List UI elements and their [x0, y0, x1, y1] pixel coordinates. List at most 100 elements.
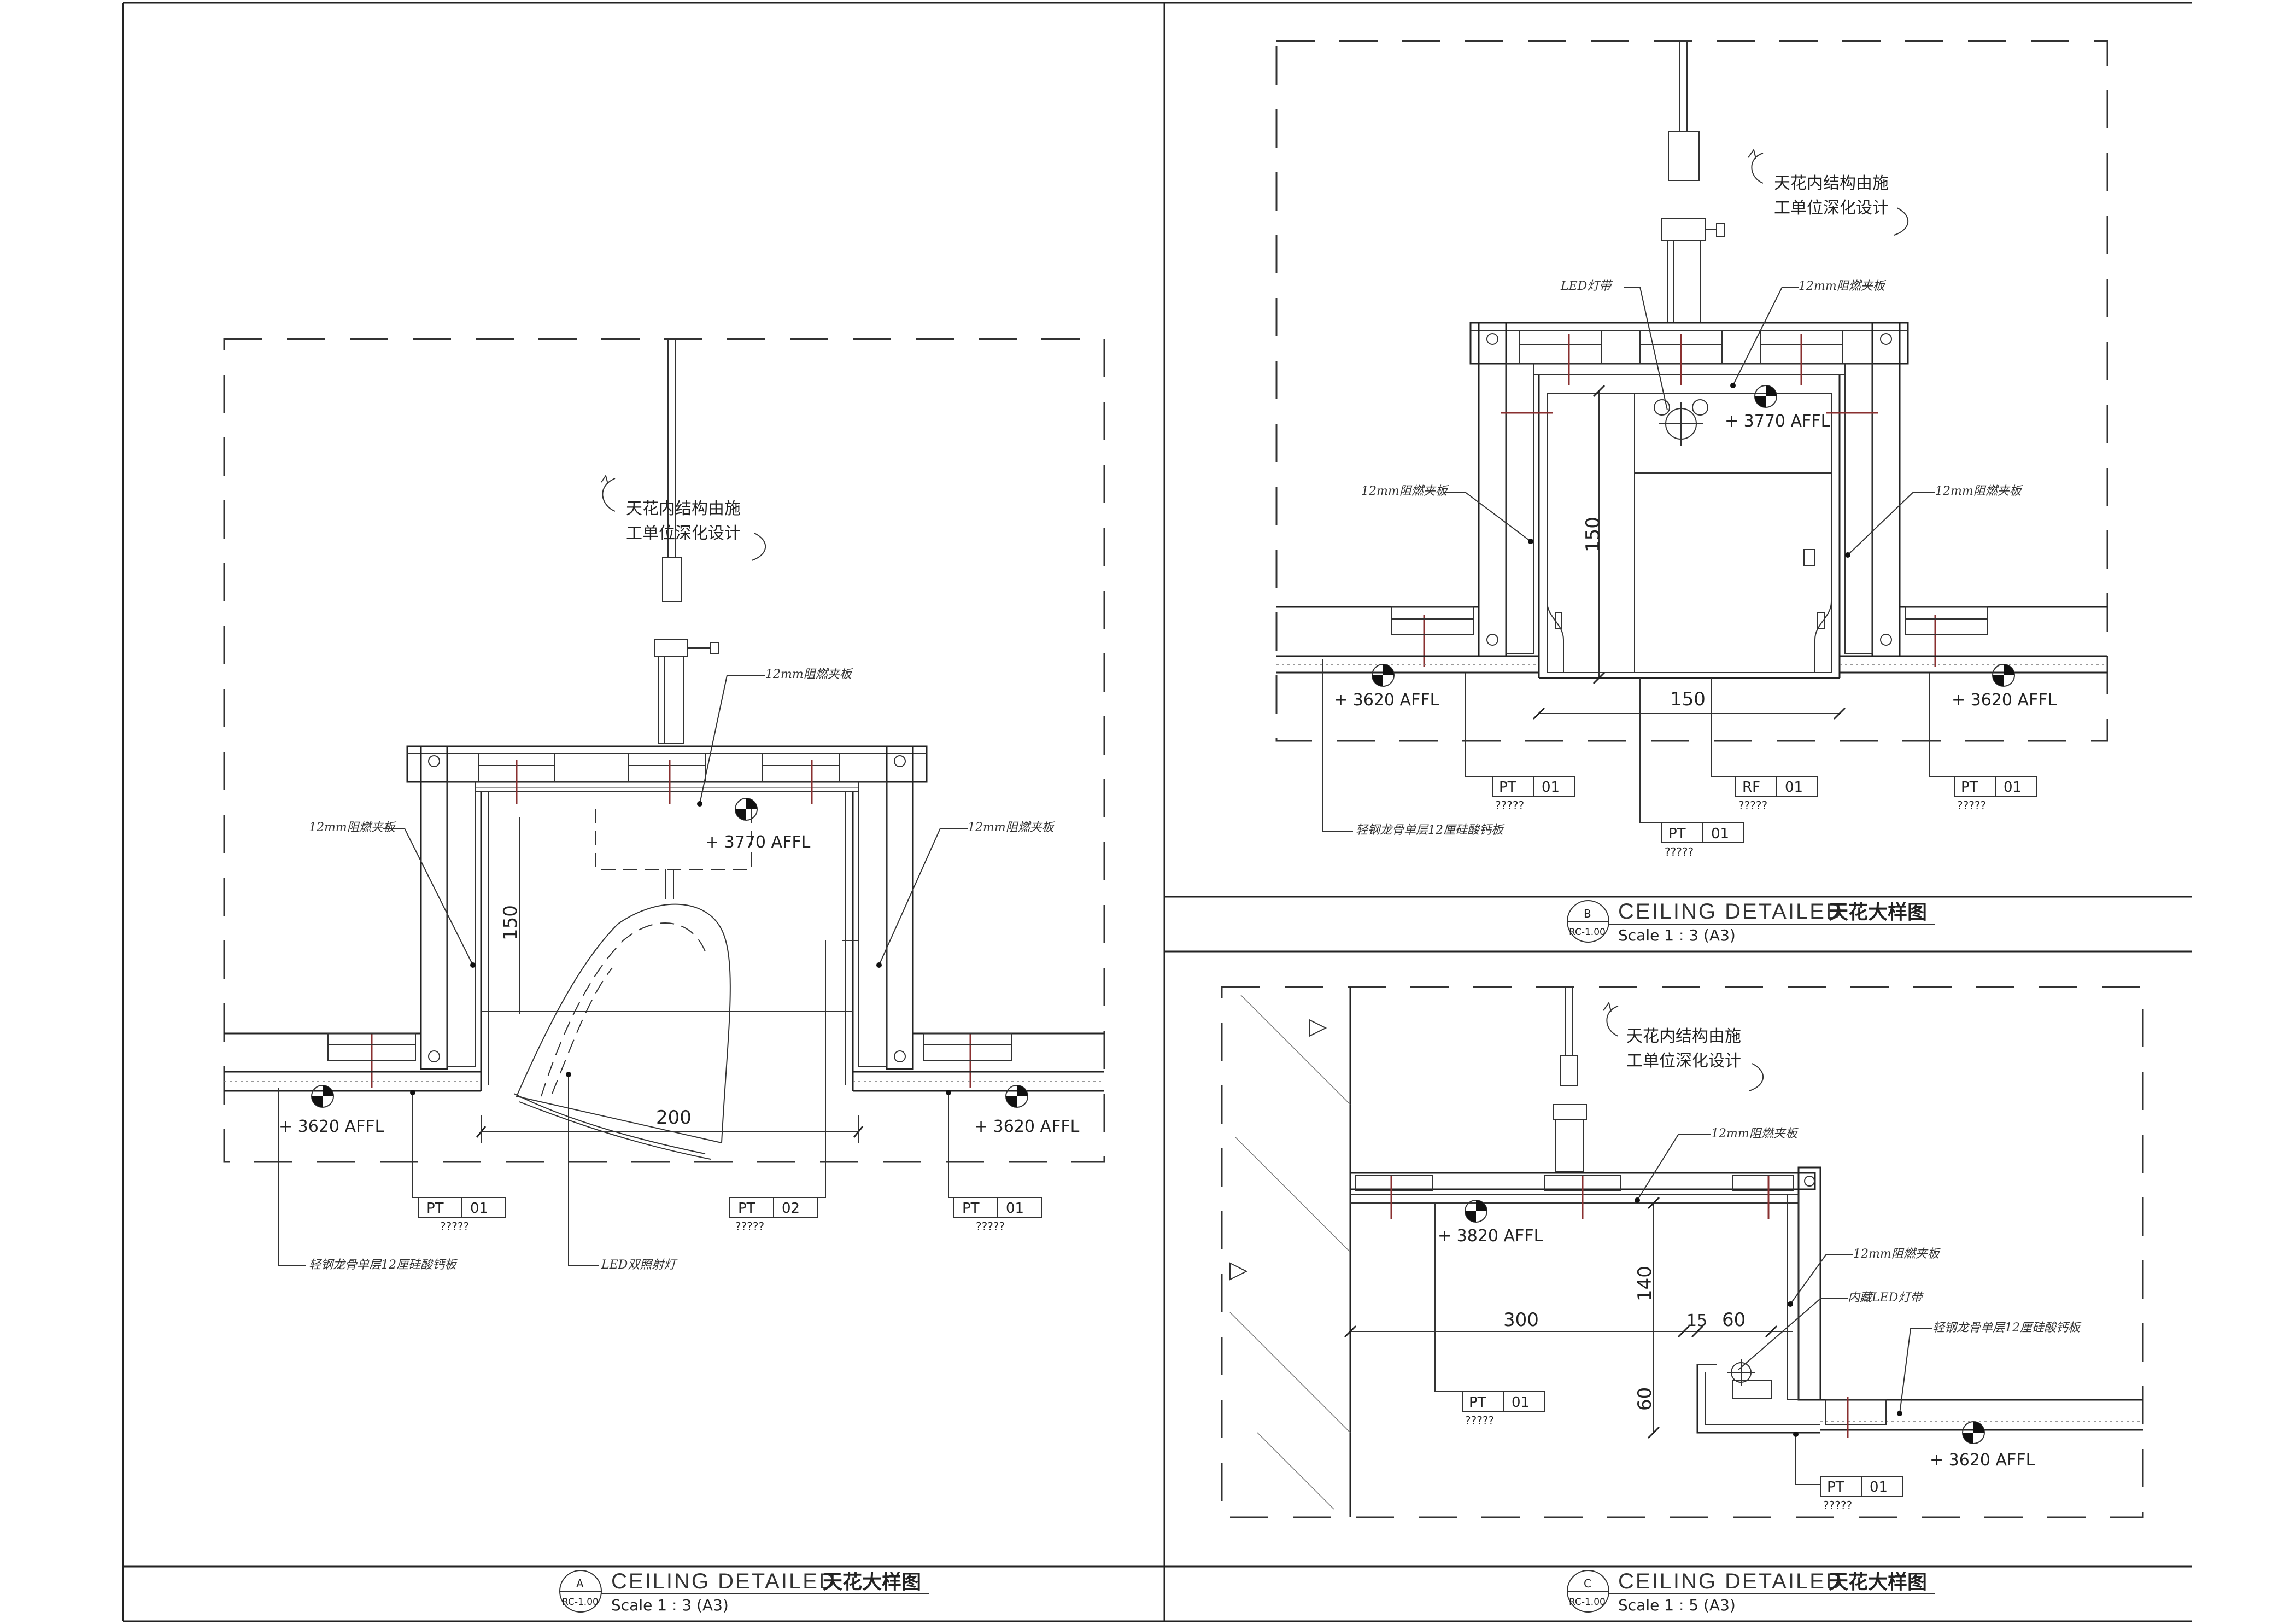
detail-c-title-en: CEILING DETAILED [1618, 1569, 1843, 1593]
detail-b-scale: Scale 1 : 3 (A3) [1618, 926, 1736, 944]
detail-b-board-left: 12mm阻燃夹板 [1361, 484, 1449, 498]
detail-a-level-right: + 3620 AFFL [974, 1117, 1080, 1136]
detail-b-tag-rf-sub: ????? [1738, 799, 1767, 812]
detail-a-side-ceilings [224, 1032, 1104, 1092]
detail-c-bubble-letter: C [1584, 1577, 1591, 1590]
detail-c-title-block: C RC-1.00 CEILING DETAILED 天花大样图 Scale 1… [1567, 1569, 1935, 1614]
detail-b-boundary [1275, 40, 2108, 742]
detail-a-boundary [223, 338, 1105, 1163]
detail-a-bubble-letter: A [576, 1577, 584, 1590]
detail-a-tag-left-num: 01 [470, 1200, 488, 1217]
detail-b-structure-note: 天花内结构由施 工单位深化设计 [1748, 148, 1908, 236]
detail-a-level-left: + 3620 AFFL [279, 1117, 384, 1136]
detail-b-led-strip-symbol [1654, 399, 1708, 446]
detail-c-tag-left-sub: ????? [1465, 1414, 1494, 1427]
detail-a-board-top: 12mm阻燃夹板 [765, 668, 853, 681]
detail-b-tag-right-num: 01 [2004, 779, 2022, 796]
detail-b-dimensions [1532, 384, 1846, 720]
detail-a-note-line1: 天花内结构由施 [626, 499, 741, 518]
detail-a-tag-right-sub: ????? [976, 1220, 1005, 1233]
detail-a-tag-right-num: 01 [1006, 1200, 1024, 1217]
detail-a-tag-left-code: PT [426, 1200, 444, 1217]
detail-b-tag-left-code: PT [1499, 779, 1516, 796]
detail-c-bubble-ref: RC-1.00 [1569, 1597, 1606, 1608]
detail-c-frame [1349, 1166, 2143, 1434]
detail-a-dim-vertical: 150 [500, 905, 522, 940]
detail-c-dimensions [1344, 1196, 1793, 1439]
detail-c-title-cn: 天花大样图 [1829, 1571, 1927, 1593]
detail-c-screws [1390, 1176, 1849, 1438]
detail-c-tag-right-code: PT [1827, 1479, 1844, 1496]
detail-c: 140 60 300 15 60 天花内结构由施 工单位深化设计 + 3820 … [1221, 986, 2144, 1614]
detail-c-wall [1229, 987, 1351, 1517]
detail-b-tag-right-sub: ????? [1957, 799, 1986, 812]
detail-a-screws [371, 760, 971, 1088]
detail-a-tag-mid-num: 02 [782, 1200, 800, 1217]
detail-b-leaders: LED灯带 12mm阻燃夹板 12mm阻燃夹板 12mm阻燃夹板 轻钢龙骨单层1… [1322, 279, 2023, 837]
detail-b-bubble-ref: RC-1.00 [1569, 927, 1606, 938]
detail-b-level-markers: + 3770 AFFL + 3620 AFFL + 3620 AFFL [1334, 385, 2057, 710]
detail-c-scale: Scale 1 : 5 (A3) [1618, 1596, 1736, 1614]
sheet-frame [122, 2, 2192, 1622]
detail-b-dim-horizontal: 150 [1670, 688, 1706, 710]
detail-c-dim-300: 300 [1503, 1309, 1539, 1331]
detail-b-tag-left-num: 01 [1542, 779, 1560, 796]
detail-b-finish-tags: PT 01 ????? RF 01 ????? PT 01 ????? PT 0… [1465, 673, 2037, 858]
detail-c-tag-right-num: 01 [1870, 1479, 1888, 1496]
detail-b-level-left: + 3620 AFFL [1334, 691, 1439, 710]
detail-b-led-strip: LED灯带 [1560, 279, 1613, 293]
detail-c-tag-left-code: PT [1469, 1394, 1486, 1411]
detail-b-title-cn: 天花大样图 [1829, 901, 1927, 924]
detail-b-title-block: B RC-1.00 CEILING DETAILED 天花大样图 Scale 1… [1567, 899, 1935, 944]
detail-c-board-right: 12mm阻燃夹板 [1853, 1247, 1941, 1261]
detail-a-bubble-ref: RC-1.00 [562, 1597, 599, 1608]
detail-a-title-block: A RC-1.00 CEILING DETAILED 天花大样图 Scale 1… [559, 1569, 929, 1614]
detail-b-frame [1469, 322, 1909, 678]
detail-a-tag-left-sub: ????? [440, 1220, 469, 1233]
detail-a-note-led-light: LED双照射灯 [601, 1258, 678, 1272]
detail-c-leaders: 12mm阻燃夹板 12mm阻燃夹板 内藏LED灯带 轻钢龙骨单层12厘硅酸钙板 [1635, 1127, 2082, 1416]
detail-c-level-markers: + 3820 AFFL + 3620 AFFL [1438, 1200, 2035, 1470]
detail-c-hanger [1553, 987, 1587, 1172]
detail-a-light-box [595, 809, 752, 899]
detail-b-level-high: + 3770 AFFL [1725, 412, 1830, 431]
detail-b-note-line2: 工单位深化设计 [1774, 198, 1889, 218]
detail-a-level-markers: + 3770 AFFL + 3620 AFFL + 3620 AFFL [279, 798, 1080, 1136]
detail-a-dimensions [476, 817, 864, 1143]
detail-b-note-line1: 天花内结构由施 [1774, 174, 1889, 193]
detail-c-dim-60v: 60 [1634, 1387, 1656, 1411]
detail-b-tag-pt-sub: ????? [1665, 845, 1694, 858]
detail-a-frame [406, 745, 928, 1091]
detail-b-tag-rf-num: 01 [1785, 779, 1803, 796]
detail-c-tag-right-sub: ????? [1823, 1499, 1852, 1512]
detail-c-led-hidden: 内藏LED灯带 [1848, 1291, 1924, 1305]
detail-c-boundary [1221, 986, 2144, 1518]
detail-c-dim-140: 140 [1634, 1266, 1656, 1301]
detail-c-dim-60h: 60 [1722, 1309, 1746, 1331]
detail-a-title-en: CEILING DETAILED [611, 1569, 836, 1593]
detail-b-tag-pt-code: PT [1668, 826, 1686, 842]
detail-a-led-spotlight [513, 903, 731, 1160]
detail-a-board-right: 12mm阻燃夹板 [968, 821, 1056, 834]
detail-b-screws [1423, 334, 1936, 667]
detail-a-board-left: 12mm阻燃夹板 [309, 821, 397, 834]
detail-a-note-ceiling-board: 轻钢龙骨单层12厘硅酸钙板 [309, 1258, 458, 1272]
detail-c-led-symbol [1727, 1359, 1755, 1386]
detail-b-tag-right-code: PT [1961, 779, 1978, 796]
detail-b-tag-rf-code: RF [1742, 779, 1760, 796]
detail-c-level-high: + 3820 AFFL [1438, 1226, 1543, 1246]
detail-b-tag-pt-num: 01 [1711, 826, 1729, 842]
detail-b-dim-vertical: 150 [1582, 517, 1604, 552]
detail-b-board-top: 12mm阻燃夹板 [1799, 279, 1887, 293]
detail-c-note-line1: 天花内结构由施 [1626, 1027, 1741, 1046]
detail-c-structure-note: 天花内结构由施 工单位深化设计 [1603, 1001, 1764, 1091]
detail-b-tag-left-sub: ????? [1495, 799, 1524, 812]
detail-a-level-high: + 3770 AFFL [705, 833, 811, 852]
detail-b-level-right: + 3620 AFFL [1952, 691, 2057, 710]
detail-a-dim-horizontal: 200 [656, 1107, 692, 1129]
detail-a-tag-mid-sub: ????? [735, 1220, 764, 1233]
detail-a-scale: Scale 1 : 3 (A3) [611, 1596, 729, 1614]
detail-c-note-line2: 工单位深化设计 [1626, 1051, 1741, 1071]
detail-a-note-line2: 工单位深化设计 [626, 524, 741, 543]
